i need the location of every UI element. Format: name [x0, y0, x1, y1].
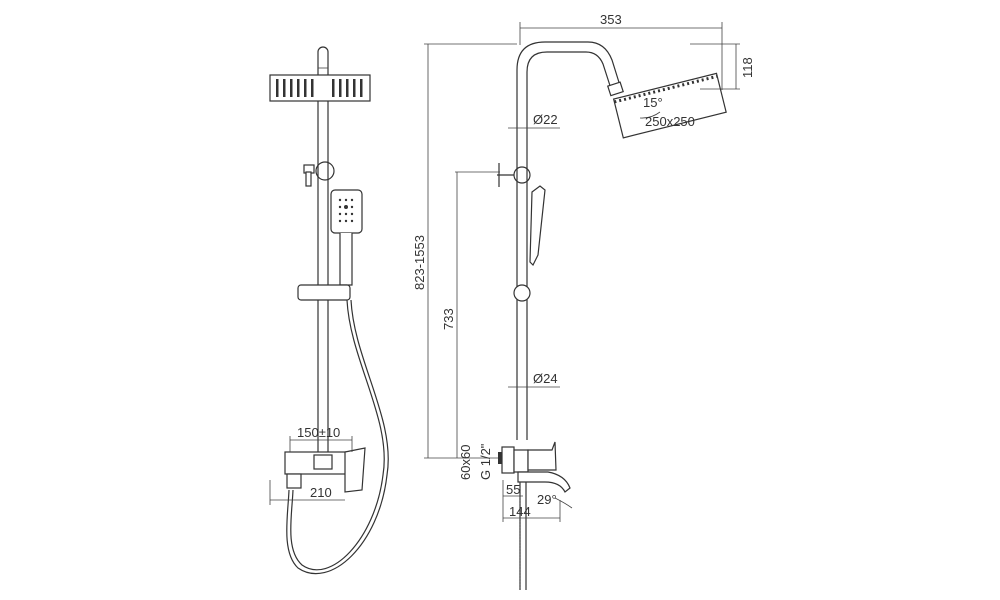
dim-head-width: 353 [600, 12, 622, 27]
front-hose [290, 299, 385, 571]
dim-diverter-height: 733 [441, 308, 456, 330]
dim-head-height: 118 [740, 57, 755, 78]
side-hose [519, 482, 527, 590]
front-diverter-lever [305, 171, 312, 187]
rain-head-slots [276, 79, 363, 97]
front-hand-shower-head [330, 189, 363, 234]
front-slider-bracket [297, 284, 351, 301]
dim-spout-length: 144 [509, 504, 531, 519]
side-slider [513, 284, 531, 302]
front-hand-shower-handle [339, 233, 353, 286]
dim-mixer-width: 210 [310, 485, 332, 500]
side-spout [517, 471, 571, 493]
front-mixer-outlet [286, 473, 302, 489]
side-rain-head [612, 72, 727, 139]
dim-head-angle: 15° [643, 95, 663, 110]
front-diverter [315, 161, 335, 181]
dim-center-distance: 150±10 [297, 425, 340, 440]
side-mixer-flange [501, 446, 515, 474]
dim-mixer-offset: 55 [506, 482, 520, 497]
dim-thread: G 1/2" [478, 443, 493, 480]
side-mixer-lever [527, 441, 557, 471]
dim-lower-pipe-diameter: Ø24 [533, 371, 558, 386]
dim-mixer-flange: 60x60 [458, 445, 473, 480]
front-pole [317, 46, 329, 455]
side-hand-shower [529, 185, 546, 267]
dim-upper-pipe-diameter: Ø22 [533, 112, 558, 127]
dim-head-size: 250x250 [645, 114, 695, 129]
side-view: 15° 250x250 353 118 Ø22 Ø24 823-1553 733 [412, 12, 755, 590]
dim-total-height: 823-1553 [412, 235, 427, 290]
hand-shower-nozzles [338, 198, 354, 223]
side-upper-pipe [516, 41, 623, 440]
front-view: 150±10 210 [269, 46, 389, 575]
side-mixer-body [513, 449, 529, 473]
front-mixer-lever [344, 447, 366, 493]
dim-spout-angle: 29° [537, 492, 557, 507]
